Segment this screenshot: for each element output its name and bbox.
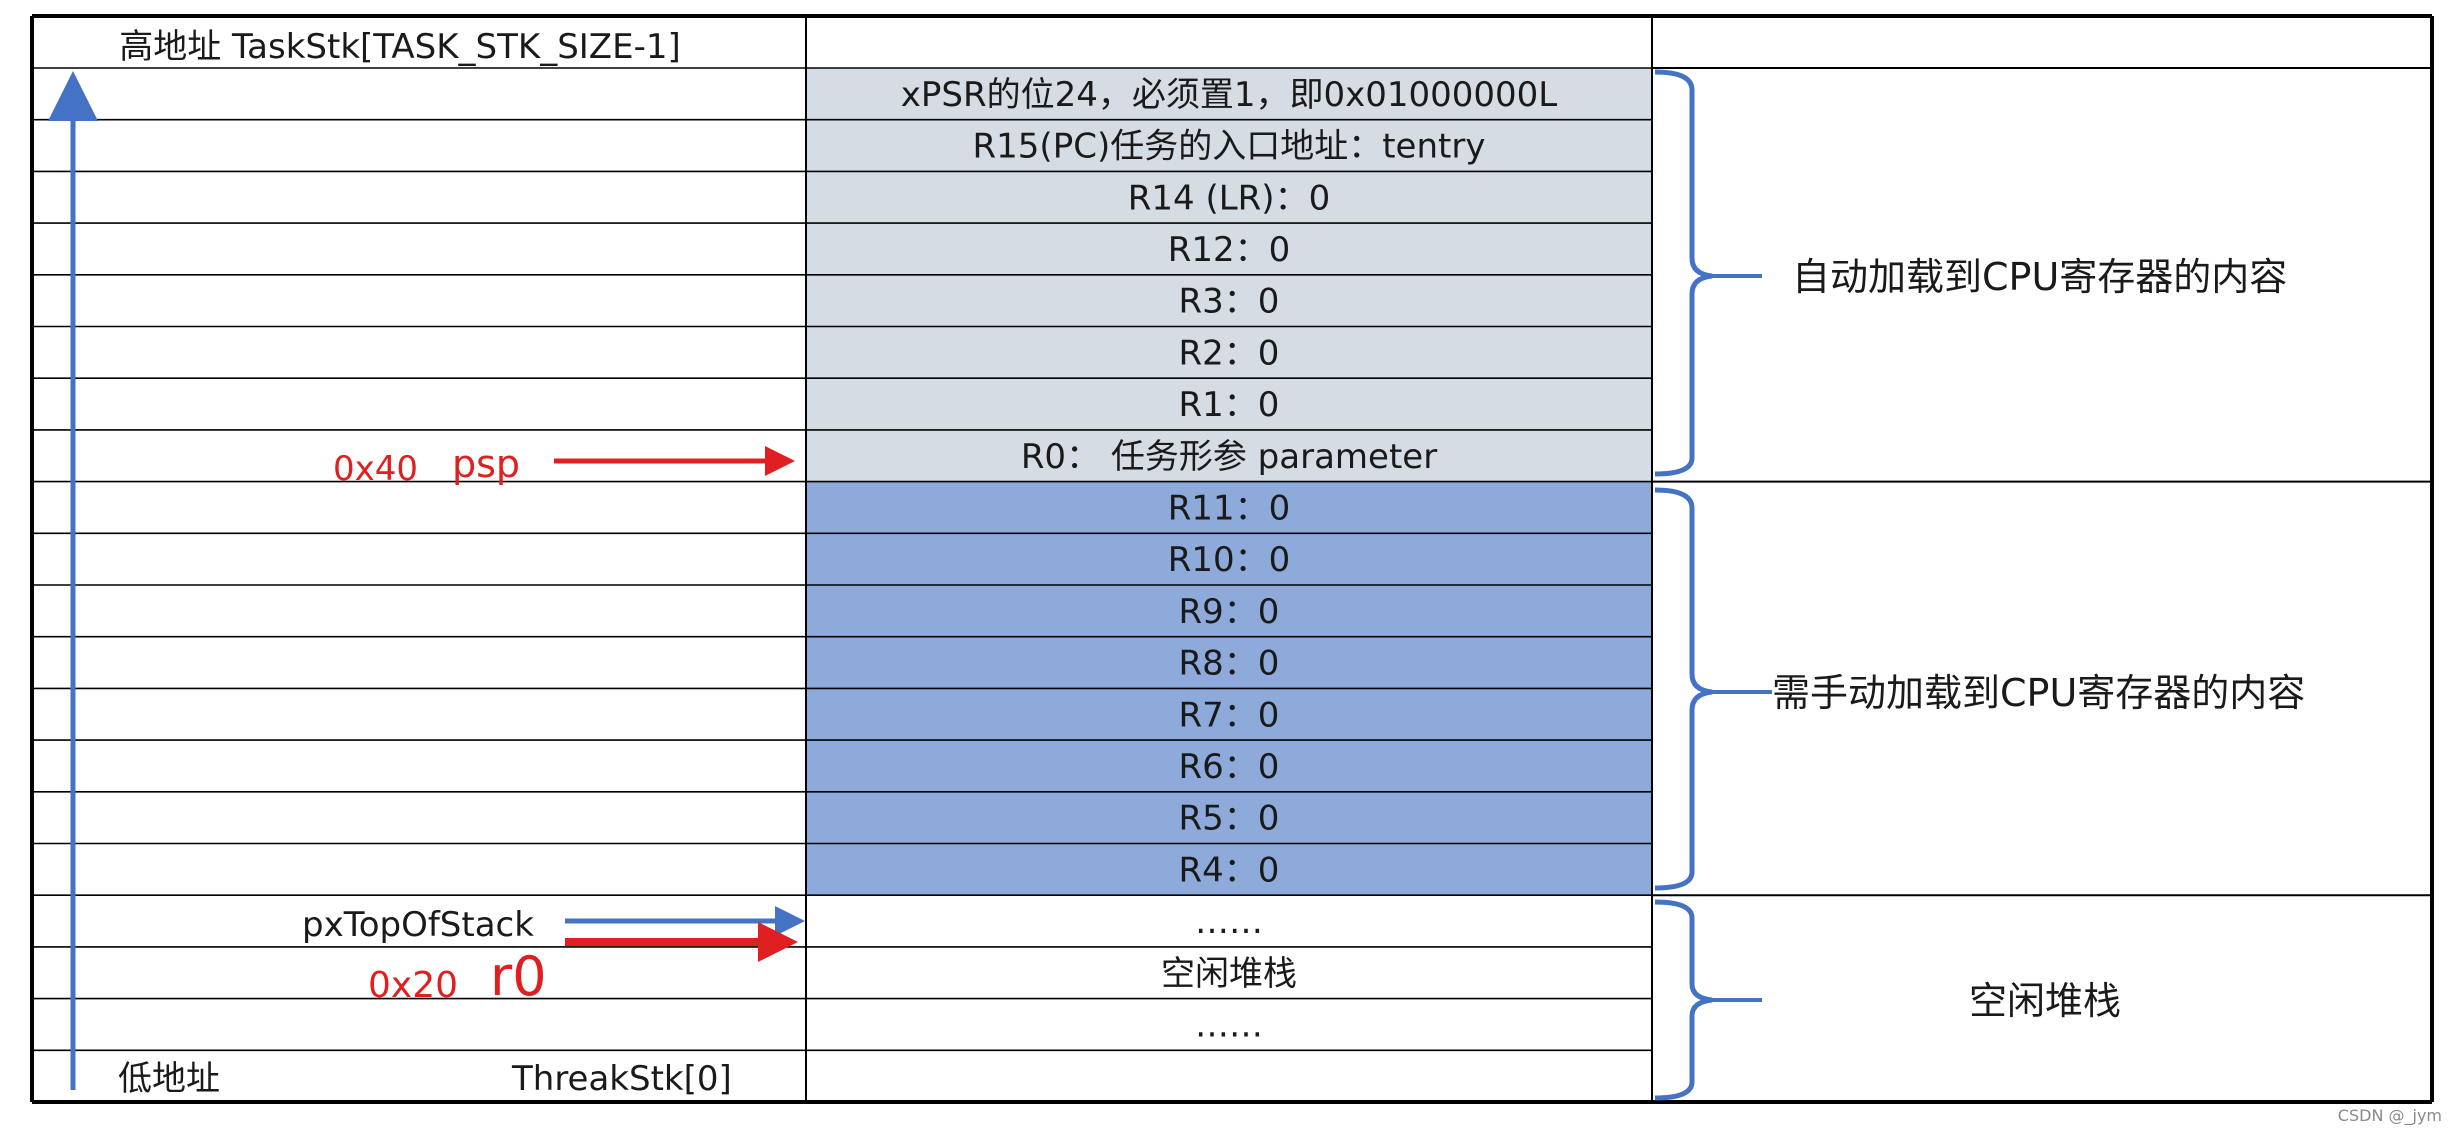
psp-address: 0x40 xyxy=(333,449,418,489)
low-address-label: 低地址 xyxy=(118,1059,220,1099)
stack-cell xyxy=(806,791,1652,844)
stack-cell xyxy=(806,585,1652,637)
stack-cell xyxy=(806,895,1652,947)
psp-name: psp xyxy=(452,442,520,486)
stack-cell-label: R6：0 xyxy=(1179,747,1280,787)
stack-cell-label: …… xyxy=(1195,902,1263,942)
stack-cell xyxy=(806,68,1652,120)
bottom-stack-label: ThreakStk[0] xyxy=(511,1059,732,1099)
stack-cell-label: 空闲堆栈 xyxy=(1161,954,1297,994)
stack-cell xyxy=(806,378,1652,430)
stack-cell-label: R3：0 xyxy=(1179,282,1280,322)
stack-cell-label: R7：0 xyxy=(1179,695,1280,735)
stack-cell-label: R8：0 xyxy=(1179,644,1280,684)
r0-name: r0 xyxy=(490,945,547,1008)
stack-cell xyxy=(806,998,1652,1051)
stack-cell-label: R2：0 xyxy=(1179,333,1280,373)
pxtopofstack-label: pxTopOfStack xyxy=(302,905,534,945)
stack-cell xyxy=(806,636,1652,689)
stack-cell-label: R10：0 xyxy=(1168,540,1291,580)
stack-cell xyxy=(806,1050,1652,1102)
stack-cells xyxy=(806,68,1652,1102)
stack-cell xyxy=(806,119,1652,172)
auto-load-brace xyxy=(1654,69,1713,477)
r0-address: 0x20 xyxy=(368,965,458,1006)
auto-load-label: 自动加载到CPU寄存器的内容 xyxy=(1792,255,2287,299)
stack-cell-label: R15(PC)任务的入口地址：tentry xyxy=(973,127,1486,167)
stack-cell-label: xPSR的位24，必须置1，即0x01000000L xyxy=(901,75,1558,115)
stack-cell-label: R0： 任务形参 parameter xyxy=(1021,437,1437,477)
stack-cell xyxy=(806,533,1652,585)
watermark: CSDN @_jym xyxy=(2337,1106,2442,1125)
high-address-label: 高地址 TaskStk[TASK_STK_SIZE-1] xyxy=(119,27,681,67)
stack-cell-label: R5：0 xyxy=(1179,799,1280,839)
stack-cell-label: …… xyxy=(1195,1005,1263,1045)
stack-cell-label: R14 (LR)：0 xyxy=(1128,178,1330,218)
stack-cell xyxy=(806,740,1652,792)
stack-cell-label: R4：0 xyxy=(1179,850,1280,890)
free-stack-label: 空闲堆栈 xyxy=(1969,979,2121,1023)
stack-cell xyxy=(806,171,1652,224)
manual-load-brace xyxy=(1654,487,1713,891)
stack-cell xyxy=(806,688,1652,741)
stack-row-labels: xPSR的位24，必须置1，即0x01000000L R15(PC)任务的入口地址… xyxy=(901,75,1558,1046)
stack-cell xyxy=(806,326,1652,379)
table-grid xyxy=(30,14,2434,1104)
stack-cell xyxy=(806,843,1652,896)
stack-cell xyxy=(806,274,1652,327)
stack-cell-label: R1：0 xyxy=(1179,385,1280,425)
free-stack-brace xyxy=(1654,899,1713,1101)
stack-cell-label: R9：0 xyxy=(1179,592,1280,632)
stack-cell xyxy=(806,946,1652,999)
stack-cell xyxy=(806,223,1652,275)
stack-cell xyxy=(806,429,1652,482)
stack-cell-label: R11：0 xyxy=(1168,488,1291,528)
manual-load-label: 需手动加载到CPU寄存器的内容 xyxy=(1772,671,2305,715)
stack-cell xyxy=(806,481,1652,534)
stack-cell-label: R12：0 xyxy=(1168,230,1291,270)
